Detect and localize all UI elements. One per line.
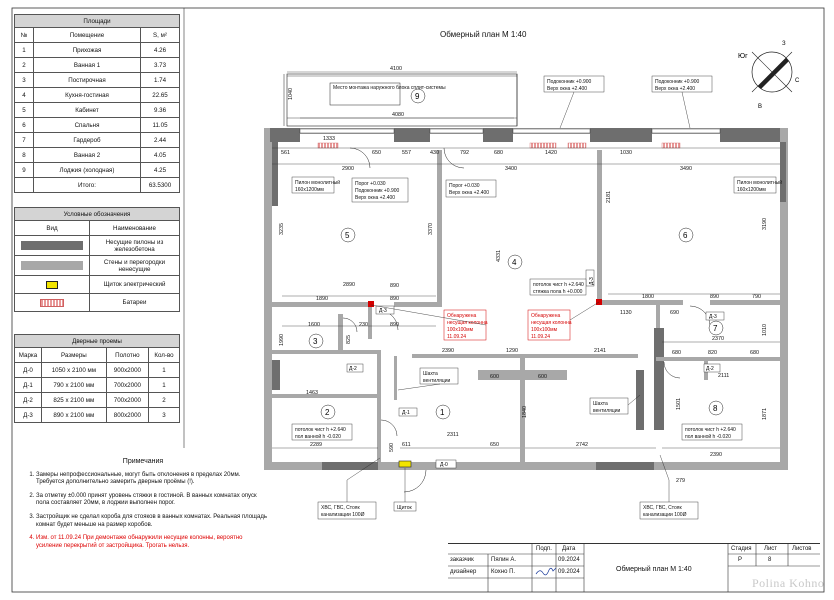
note-item: За отметку ±0.000 принят уровень стяжки … [36,493,268,508]
areas-total-label: Итого: [33,177,141,193]
stamp-stage-header: Стадия [731,546,752,552]
legend-table: Условные обозначения Вид Наименование Не… [14,207,180,312]
note-item: Застройщик не сделал короба для стояков … [36,514,268,529]
title-block: Подп. Дата заказчик Пялин А. 09.2024 диз… [448,543,820,592]
stamp-date-header: Дата [562,546,576,552]
doors-header-count: Кол-во [148,347,180,363]
stamp-date-customer: 09.2024 [558,557,580,563]
stamp-date-designer: 09.2024 [558,569,580,575]
signature-icon [535,567,557,576]
stamp-role-customer: заказчик [450,557,474,563]
areas-total-row: Итого:63.5300 [14,177,180,193]
walls-swatch [14,255,90,276]
stamp-title: Обмерный план М 1:40 [616,566,692,573]
legend-row-bearing: Несущие пилоны из железобетона [14,235,180,256]
legend-row-radiator: Батареи [14,293,180,312]
doors-header-leaf: Полотно [105,347,150,363]
legend-title: Условные обозначения [14,207,180,221]
watermark: Polina Kohno [752,576,825,590]
areas-header-room: Помещение [33,27,141,43]
legend-header-view: Вид [14,220,90,236]
stamp-sheet-number: 8 [768,557,772,563]
radiator-swatch [14,293,90,312]
panel-swatch [14,275,90,294]
stamp-sheet-header: Лист [764,546,778,552]
areas-title: Площади [14,14,180,28]
doors-table: Дверные проемы Марка Размеры Полотно Кол… [14,334,180,423]
doors-header-mark: Марка [14,347,42,363]
bearing-swatch [14,235,90,256]
stamp-name-customer: Пялин А. [491,557,517,563]
stamp-podp: Подп. [536,546,552,552]
notes-block: Примечания Замеры непрофессиональные, мо… [18,458,268,556]
doors-title: Дверные проемы [14,334,180,348]
notes-title: Примечания [122,458,164,465]
areas-header-no: № [14,27,34,43]
areas-total-value: 63.5300 [140,177,180,193]
note-item-alert: Изм. от 11.09.24 При демонтаже обнаружил… [36,535,268,550]
plan-title: Обмерный план М 1:40 [440,30,527,39]
legend-row-panel: Щиток электрический [14,275,180,294]
legend-row-walls: Стены и перегородки ненесущие [14,255,180,276]
stamp-sheets-header: Листов [792,546,812,552]
stamp-role-designer: дизайнер [450,569,477,575]
legend-header-name: Наименование [89,220,180,236]
stamp-name-designer: Кохно П. [491,569,516,575]
areas-header-area: S, м² [140,27,180,43]
stamp-stage: Р [738,557,743,563]
doors-header-size: Размеры [41,347,107,363]
note-item: Замеры непрофессиональные, могут быть от… [36,472,268,487]
